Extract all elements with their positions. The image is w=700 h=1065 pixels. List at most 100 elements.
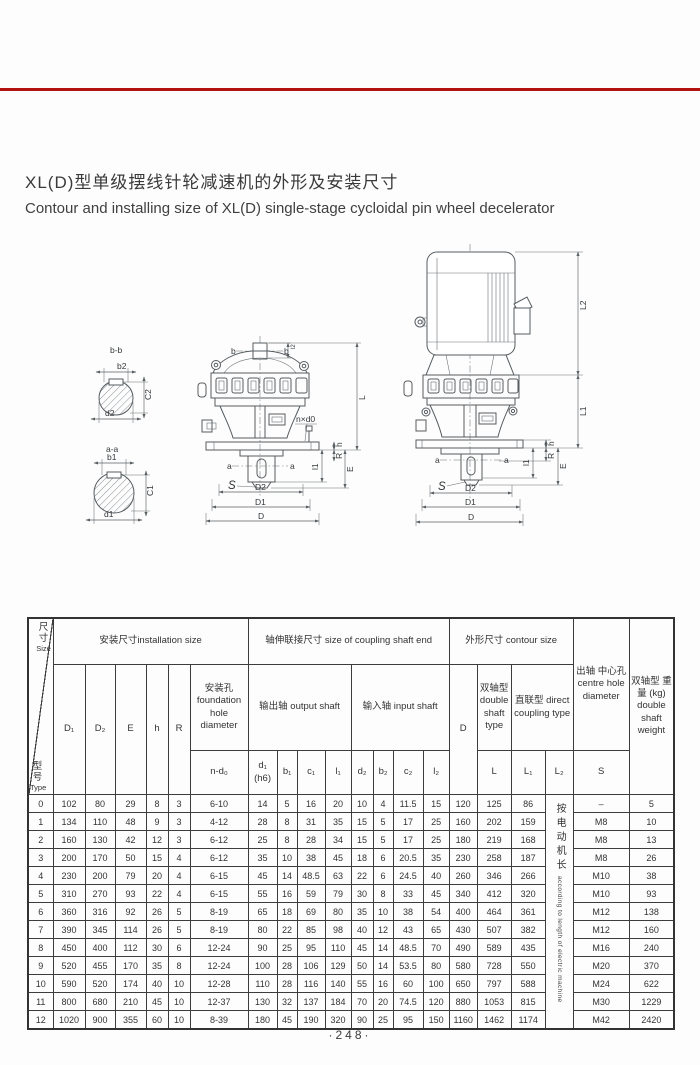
section-aa-view: a-a b1 C1 d1 <box>85 444 155 524</box>
table-cell: 12-28 <box>189 974 249 993</box>
dim-label-D2-mid: D2 <box>255 482 266 492</box>
table-cell: 1160 <box>448 1010 478 1030</box>
table-cell: 45 <box>324 848 352 867</box>
table-cell: 5 <box>167 902 191 921</box>
table-cell: 116 <box>296 974 326 993</box>
table-cell: 60 <box>392 974 424 993</box>
table-cell: 35 <box>247 848 278 867</box>
table-cell: 28 <box>276 956 298 975</box>
dim-label-d1: d1 <box>104 509 114 519</box>
table-cell: 400 <box>448 902 478 921</box>
table-cell: 1462 <box>476 1010 512 1030</box>
table-cell: 8 <box>167 956 191 975</box>
group-header-weight: 双轴型 重量 (kg) double shaft weight <box>628 617 675 795</box>
table-cell: 14 <box>372 956 394 975</box>
table-cell: 13 <box>628 830 675 849</box>
col-header-l1: l₁ <box>324 750 352 795</box>
dim-label-b-left: b <box>231 346 236 356</box>
col-header-direct-coupling: 直联型 direct coupling type <box>510 664 574 751</box>
table-cell: 728 <box>476 956 512 975</box>
table-cell: 40 <box>350 920 374 939</box>
table-cell: M12 <box>572 902 630 921</box>
table-cell: 550 <box>510 956 546 975</box>
section-bb-view: b-b b2 C2 d2 <box>90 345 153 423</box>
table-cell: 28 <box>247 812 278 831</box>
table-cell: 12-37 <box>189 992 249 1011</box>
table-cell: 12-24 <box>189 956 249 975</box>
table-cell: 180 <box>448 830 478 849</box>
dim-label-a-left-mid: a <box>227 461 232 471</box>
table-cell: 80 <box>324 902 352 921</box>
table-cell: 400 <box>84 938 116 957</box>
table-cell: 230 <box>448 848 478 867</box>
table-cell: 45 <box>276 1010 298 1030</box>
table-cell: 3 <box>27 848 54 867</box>
table-cell: 134 <box>52 812 86 831</box>
table-cell: 8 <box>27 938 54 957</box>
table-cell: 79 <box>324 884 352 903</box>
dim-label-a-right-right: a <box>504 455 509 465</box>
table-cell: 12 <box>372 920 394 939</box>
table-cell: 4-12 <box>189 812 249 831</box>
table-cell: M10 <box>572 884 630 903</box>
table-cell: 797 <box>476 974 512 993</box>
table-cell: 6 <box>27 902 54 921</box>
table-cell: 130 <box>84 830 116 849</box>
table-cell: 30 <box>350 884 374 903</box>
table-cell: 14 <box>372 938 394 957</box>
table-cell: 266 <box>510 866 546 885</box>
table-cell: M8 <box>572 830 630 849</box>
table-cell: 85 <box>296 920 326 939</box>
group-header-contour: 外形尺寸 contour size <box>448 617 574 665</box>
table-cell: 93 <box>114 884 147 903</box>
table-cell: 40 <box>145 974 169 993</box>
col-header-D1: D₁ <box>52 664 86 795</box>
table-cell: 90 <box>350 1010 374 1030</box>
table-cell: 10 <box>167 1010 191 1030</box>
table-cell: 38 <box>296 848 326 867</box>
table-cell: 455 <box>84 956 116 975</box>
col-header-L2: L₂ <box>544 750 574 795</box>
table-cell: 16 <box>296 794 326 813</box>
table-cell: 464 <box>476 902 512 921</box>
table-cell: 22 <box>350 866 374 885</box>
table-cell: 7 <box>27 920 54 939</box>
table-cell: 507 <box>476 920 512 939</box>
table-cell: 202 <box>476 812 512 831</box>
table-cell: 8-19 <box>189 902 249 921</box>
col-header-R: R <box>167 664 191 795</box>
dim-label-h-mid: h <box>334 442 344 447</box>
group-header-coupling: 轴伸联接尺寸 size of coupling shaft end <box>247 617 450 665</box>
table-cell: 38 <box>392 902 424 921</box>
table-cell: 180 <box>247 1010 278 1030</box>
table-cell: 53.5 <box>392 956 424 975</box>
table-cell: 102 <box>52 794 86 813</box>
table-cell: 112 <box>114 938 147 957</box>
table-cell: 9 <box>27 956 54 975</box>
table-cell: 390 <box>52 920 86 939</box>
dim-label-D-right: D <box>468 512 474 522</box>
table-cell: 5 <box>372 812 394 831</box>
table-cell: 230 <box>52 866 86 885</box>
dim-label-L1: L1 <box>578 406 588 416</box>
dim-label-L: L <box>357 395 367 400</box>
table-cell: 4 <box>167 866 191 885</box>
table-cell: 33 <box>392 884 424 903</box>
col-header-S: S <box>572 750 630 795</box>
table-cell: 80 <box>422 956 450 975</box>
table-cell: 168 <box>510 830 546 849</box>
header-rule <box>0 88 700 91</box>
table-cell: 17 <box>392 812 424 831</box>
table-cell: 35 <box>324 812 352 831</box>
table-cell: M24 <box>572 974 630 993</box>
table-cell: 6-15 <box>189 866 249 885</box>
dim-label-S-mid: S <box>228 480 236 492</box>
table-cell: 9 <box>145 812 169 831</box>
table-cell: 8-19 <box>189 920 249 939</box>
